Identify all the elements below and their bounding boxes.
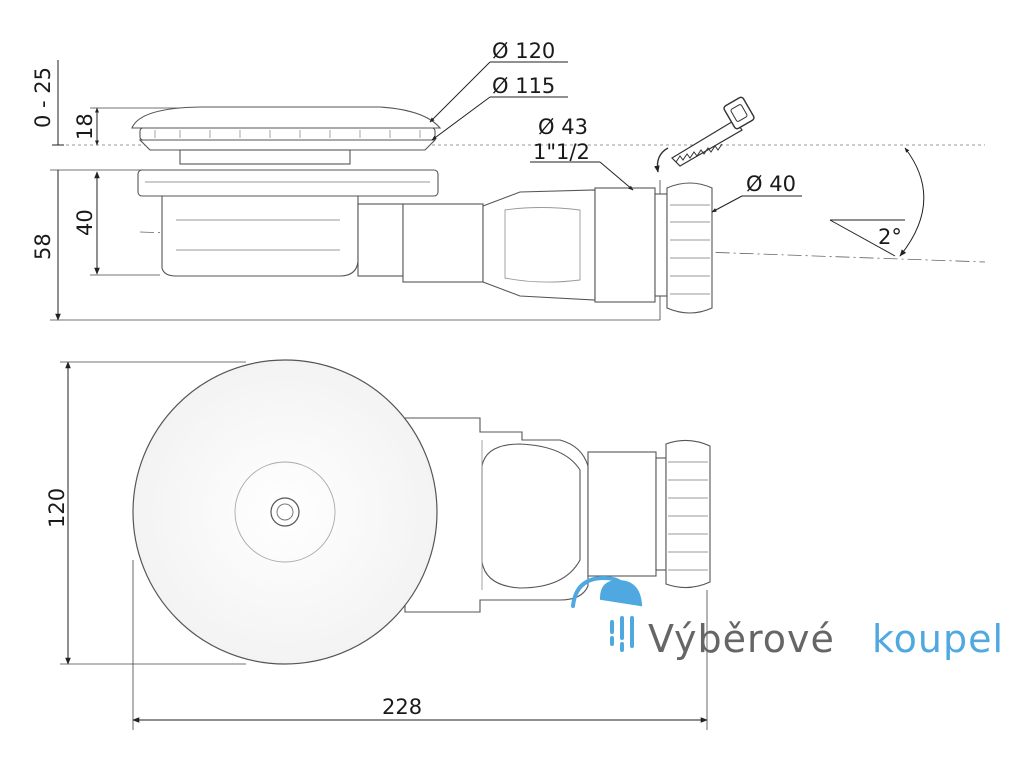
outlet-elbow <box>482 189 596 301</box>
label-plan-width: 120 <box>45 488 69 528</box>
outlet-connector <box>594 187 656 303</box>
slope-angle-arc <box>899 147 925 257</box>
brand-name-dark: Výběrové <box>648 617 835 661</box>
cover-cap <box>131 106 442 129</box>
outlet-ring <box>654 193 668 297</box>
grate-ring <box>139 127 436 141</box>
label-cover-height: 18 <box>73 113 97 140</box>
plan-outlet-elbow <box>481 443 581 589</box>
label-thread-size: 1"1/2 <box>533 140 590 164</box>
axis-center-line <box>139 231 986 263</box>
label-slope-angle: 2° <box>878 225 902 249</box>
brand-name-accent: koupel <box>872 617 1004 661</box>
trap-body <box>161 195 359 277</box>
grate-slots <box>154 130 421 138</box>
label-adjust-range: 0 - 25 <box>31 67 55 128</box>
grate-base <box>138 139 437 151</box>
outlet-pipe <box>402 203 484 283</box>
brand-logo: Výběrové koupel <box>571 575 1004 661</box>
leader-outlet-diameter <box>599 161 634 191</box>
outlet-nut <box>666 182 713 314</box>
plan-outlet-ring <box>655 457 667 571</box>
plan-view: 120 228 <box>45 359 711 730</box>
plan-outlet-connector <box>587 451 657 577</box>
grate-neck <box>179 149 351 165</box>
outlet-sleeve <box>357 203 404 277</box>
plan-center-ring <box>234 461 336 563</box>
label-cover-diameter: Ø 120 <box>492 39 555 63</box>
body-flange <box>137 169 439 197</box>
side-view: 0 - 25 18 40 58 <box>31 39 986 321</box>
label-total-height: 58 <box>31 233 55 260</box>
label-body-height: 40 <box>73 209 97 236</box>
saw-cut-icon <box>654 96 755 173</box>
leader-grate-diameter <box>431 96 491 141</box>
shower-head-icon <box>571 575 643 652</box>
nut-grip-lines <box>670 204 710 295</box>
plan-nut-grip-lines <box>668 461 708 571</box>
label-grate-diameter: Ø 115 <box>492 74 555 98</box>
label-outlet-diameter: Ø 43 <box>538 115 588 139</box>
label-pipe-diameter: Ø 40 <box>746 172 796 196</box>
leader-cover-diameter <box>429 61 491 123</box>
leader-pipe-diameter <box>711 195 743 213</box>
plan-outlet-nut <box>665 439 711 589</box>
label-total-length: 228 <box>382 695 422 719</box>
